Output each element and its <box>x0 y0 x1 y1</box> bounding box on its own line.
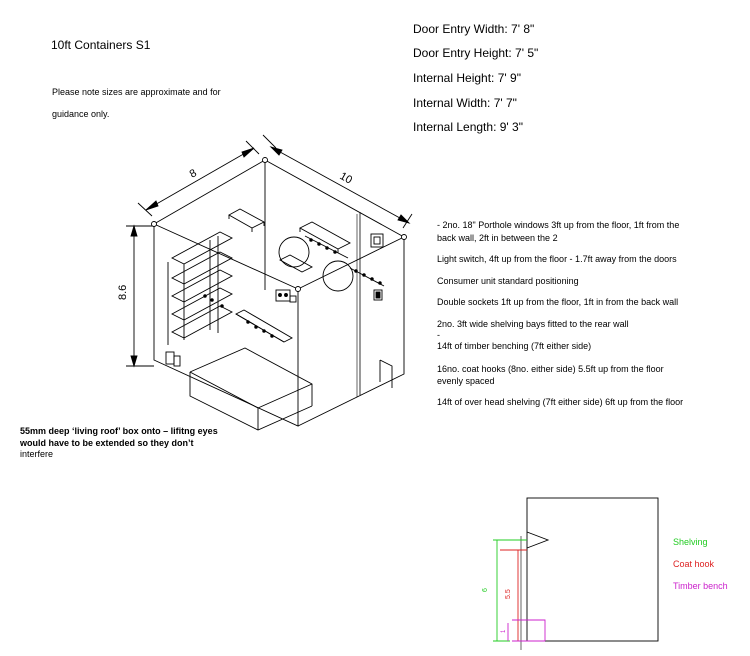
width-dimension-label: 8 <box>188 167 199 180</box>
height-dimension-label: 8.6 <box>117 285 129 300</box>
feature-consumer-unit: Consumer unit standard positioning <box>437 276 579 286</box>
light-switch <box>370 233 384 248</box>
width-dimension-line <box>137 140 260 217</box>
feature-overhead-shelving: 14ft of over head shelving (7ft either s… <box>437 397 684 407</box>
coat-hook-rail-left <box>203 294 293 343</box>
elevation-bench-dimension <box>507 619 546 642</box>
coat-hook-rail-rear <box>304 235 385 287</box>
left-shelving-unit <box>167 231 233 345</box>
wall-elevation-section <box>493 497 659 650</box>
elevation-shelving-dimension <box>493 539 527 642</box>
porthole-shelf <box>279 254 313 273</box>
timber-bench <box>189 347 393 431</box>
living-roof-note-line-2: would have to be extended so they don’t <box>20 437 194 448</box>
elevation-coat-hook-dimension <box>500 549 527 641</box>
porthole-window-left <box>278 236 310 268</box>
legend-coat-hook: Coat hook <box>673 559 715 569</box>
feature-dash: - <box>437 330 440 340</box>
elevation-frame <box>526 497 659 642</box>
lifting-eyes <box>151 157 407 292</box>
approx-note-line-2: guidance only. <box>52 109 110 119</box>
living-roof-note-line-1: 55mm deep ‘living roof’ box onto – lifit… <box>20 426 218 436</box>
elevation-shelf-label: 6 <box>482 588 489 592</box>
living-roof-note: 55mm deep ‘living roof’ box onto – lifit… <box>20 426 235 461</box>
feature-portholes: - 2no. 18" Porthole windows 3ft up from … <box>437 220 680 230</box>
porthole-window-right <box>322 260 354 292</box>
feature-timber-benching: 14ft of timber benching (7ft either side… <box>437 341 592 351</box>
consumer-unit <box>275 289 297 303</box>
spec-internal-width: Internal Width: 7' 7" <box>413 96 517 110</box>
overhead-shelf-rear <box>299 221 351 253</box>
spec-internal-height: Internal Height: 7' 9" <box>413 71 521 85</box>
elevation-hook-label: 5.5 <box>505 589 512 599</box>
elevation-shelf-bracket <box>526 531 550 549</box>
elevation-bench-label: 1 <box>501 629 507 633</box>
feature-light-switch: Light switch, 4ft up from the floor - 1.… <box>437 254 677 264</box>
drawing-title: 10ft Containers S1 <box>51 38 151 52</box>
feature-shelving-bays: 2no. 3ft wide shelving bays fitted to th… <box>437 319 629 329</box>
double-socket-right <box>373 289 383 301</box>
feature-portholes-cont: back wall, 2ft in between the 2 <box>437 233 558 243</box>
spec-door-entry-width: Door Entry Width: 7' 8" <box>413 22 535 36</box>
overhead-shelf-left <box>228 208 265 232</box>
spec-internal-length: Internal Length: 9' 3" <box>413 120 523 134</box>
length-dimension-label: 10 <box>338 170 355 186</box>
feature-coat-hooks: 16no. coat hooks (8no. either side) 5.5f… <box>437 364 664 374</box>
legend-shelving: Shelving <box>673 537 708 547</box>
living-roof-note-line-3: interfere <box>20 449 54 459</box>
approx-note-line-1: Please note sizes are approximate and fo… <box>52 87 221 97</box>
legend-timber-bench: Timber bench <box>673 581 728 591</box>
spec-door-entry-height: Door Entry Height: 7' 5" <box>413 46 539 60</box>
height-dimension-line <box>126 224 154 368</box>
container-box <box>153 159 405 427</box>
feature-double-sockets: Double sockets 1ft up from the floor, 1f… <box>437 297 679 307</box>
double-socket-left <box>165 351 181 367</box>
length-dimension-line <box>262 134 413 229</box>
feature-coat-hooks-cont: evenly spaced <box>437 376 495 386</box>
